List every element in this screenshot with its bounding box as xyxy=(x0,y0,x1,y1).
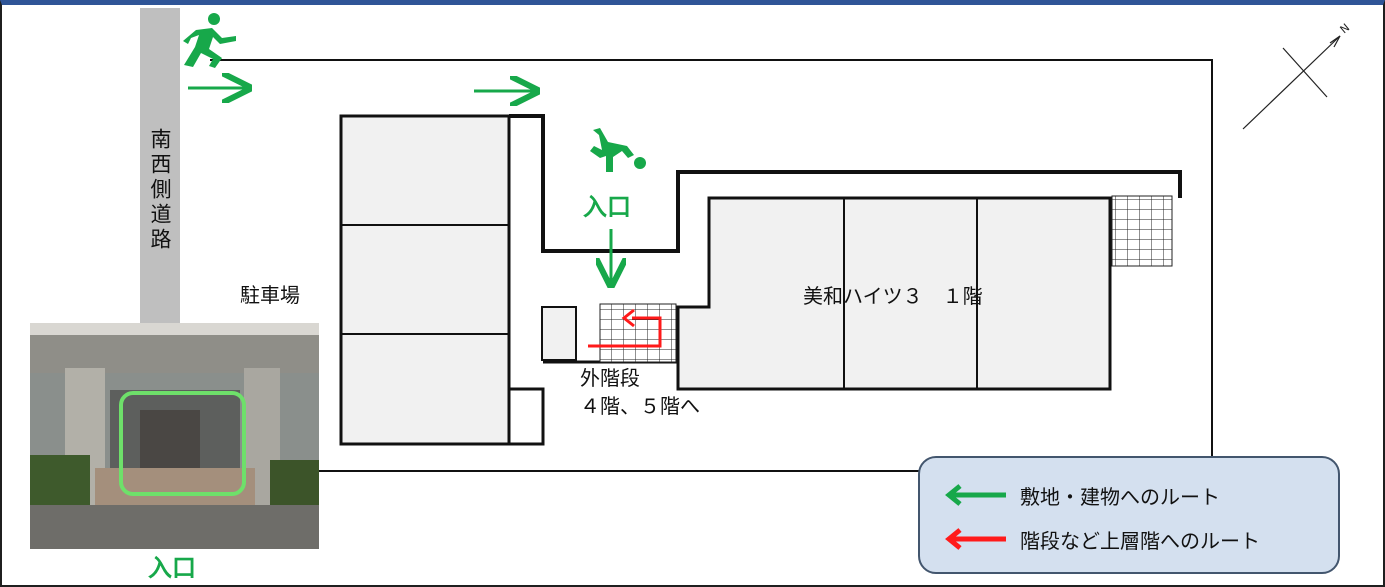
site-boundary xyxy=(210,59,1213,472)
red-arrow-left-icon xyxy=(945,528,1006,550)
svg-text:N: N xyxy=(1338,21,1353,36)
entrance-photo xyxy=(30,323,319,549)
running-person-exit-icon xyxy=(183,13,236,68)
parking-label: 駐車場 xyxy=(240,283,300,307)
building-label: 美和ハイツ３ １階 xyxy=(803,284,983,308)
legend-item-green-route: 敷地・建物へのルート xyxy=(944,480,1220,510)
stairs-route-arrowhead xyxy=(621,308,635,328)
west-building xyxy=(339,114,1182,446)
entrance-highlight xyxy=(119,391,246,496)
legend-label-red: 階段など上層階へのルート xyxy=(1020,528,1260,553)
photo-entrance-label: 入口 xyxy=(148,554,196,582)
exterior-stairs xyxy=(599,303,677,363)
east-stairs xyxy=(1111,195,1173,267)
east-building xyxy=(676,196,1112,391)
legend: 敷地・建物へのルート 階段など上層階へのルート xyxy=(918,456,1340,574)
southwest-road xyxy=(140,8,180,323)
stairs-route-arrow xyxy=(588,316,662,348)
stairs-label-line1: 外階段 xyxy=(580,366,640,390)
legend-label-green: 敷地・建物へのルート xyxy=(1020,484,1220,509)
entrance-label: 入口 xyxy=(583,193,631,221)
green-arrow-left-icon xyxy=(945,484,1006,506)
north-arrow-icon: N xyxy=(1242,21,1353,130)
running-person-entrance-icon xyxy=(590,128,646,172)
legend-item-red-route: 階段など上層階へのルート xyxy=(944,524,1260,554)
stairs-label-line2: ４階、５階へ xyxy=(580,394,700,418)
road-label: 南西側道路 xyxy=(148,128,172,253)
